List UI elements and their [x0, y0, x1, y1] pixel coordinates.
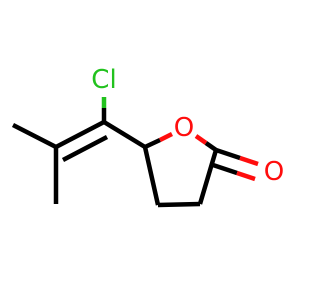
- bond-carbonyl-1-black: [215, 147, 241, 161]
- bond-ch-o-black: [144, 137, 161, 150]
- ring-oxygen-label: O: [174, 113, 194, 143]
- atom-labels: Cl O O: [91, 65, 284, 187]
- bond-ch-o-red: [158, 131, 174, 143]
- bond-carbonyl-1-red: [239, 155, 259, 167]
- bond-co-ch2: [197, 149, 219, 205]
- bond-ch2-ch: [142, 146, 161, 206]
- bond-methyl-top: [11, 122, 58, 150]
- bond-o-co-red: [194, 134, 208, 145]
- bond-o-co-black: [204, 141, 218, 152]
- bond-alkene-double-2: [61, 135, 109, 162]
- bond-ch2-ch2: [157, 201, 201, 208]
- structure-canvas: Cl O O: [11, 65, 284, 208]
- bonds: [11, 97, 259, 208]
- carbonyl-oxygen-label: O: [264, 157, 284, 187]
- bond-carbonyl-2-black: [212, 162, 238, 176]
- molecule-structure: Cl O O: [11, 65, 284, 208]
- bond-alkene-ring: [102, 120, 147, 149]
- bond-carbonyl-2-red: [236, 170, 256, 182]
- chlorine-label: Cl: [91, 65, 116, 95]
- bond-alkene-double-1: [54, 120, 106, 149]
